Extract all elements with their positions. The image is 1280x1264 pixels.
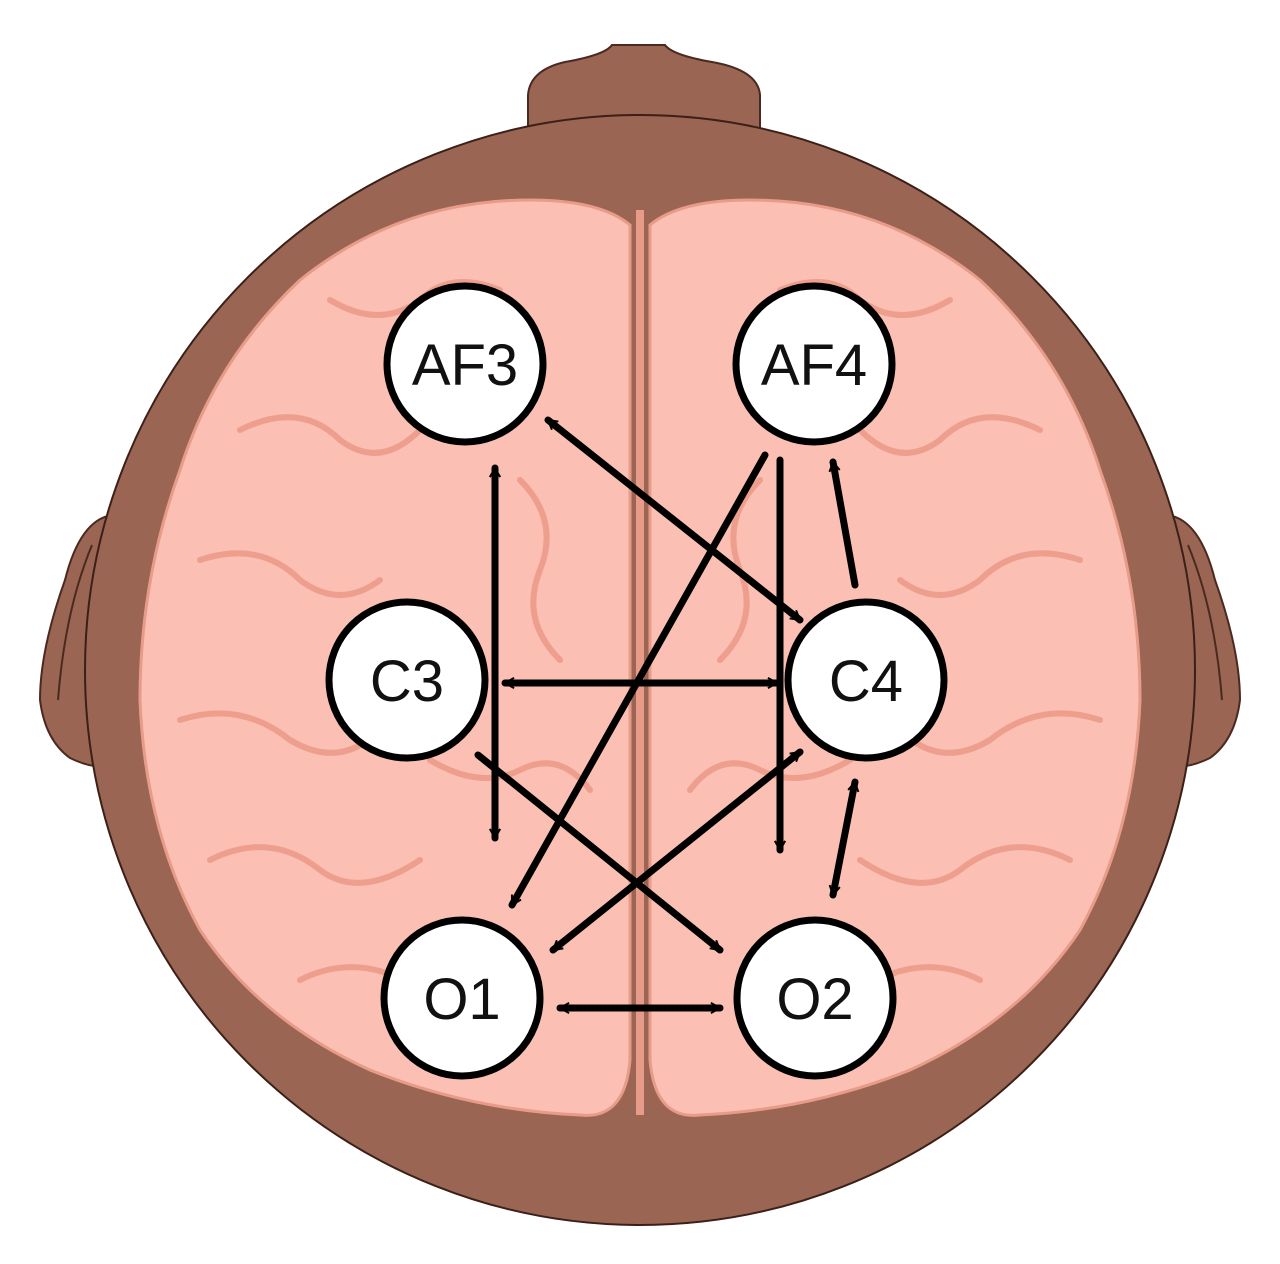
electrode-label-o2: O2 <box>776 967 853 1032</box>
electrode-af4[interactable]: AF4 <box>732 282 896 446</box>
right-ear-inner <box>1187 544 1223 701</box>
connection-af3-c4 <box>544 416 804 624</box>
left-ear-inner <box>57 544 93 701</box>
nose <box>527 44 761 141</box>
connection-c4-o2 <box>828 778 860 899</box>
electrode-o2[interactable]: O2 <box>733 916 897 1080</box>
electrode-label-af4: AF4 <box>761 333 867 398</box>
electrode-label-af3: AF3 <box>412 333 518 398</box>
electrode-c3[interactable]: C3 <box>325 598 489 762</box>
electrode-nodes: AF3 AF4 C3 C4 O1 O2 <box>325 282 948 1080</box>
connection-o1-c4 <box>549 748 804 954</box>
electrode-c4[interactable]: C4 <box>784 598 948 762</box>
connection-c4-af4 <box>828 458 859 589</box>
electrode-label-o1: O1 <box>423 967 500 1032</box>
brain <box>138 198 1142 1117</box>
electrode-af3[interactable]: AF3 <box>383 282 547 446</box>
electrode-label-c3: C3 <box>370 649 444 714</box>
connections <box>474 416 860 1015</box>
electrode-label-c4: C4 <box>829 649 903 714</box>
electrode-o1[interactable]: O1 <box>380 916 544 1080</box>
